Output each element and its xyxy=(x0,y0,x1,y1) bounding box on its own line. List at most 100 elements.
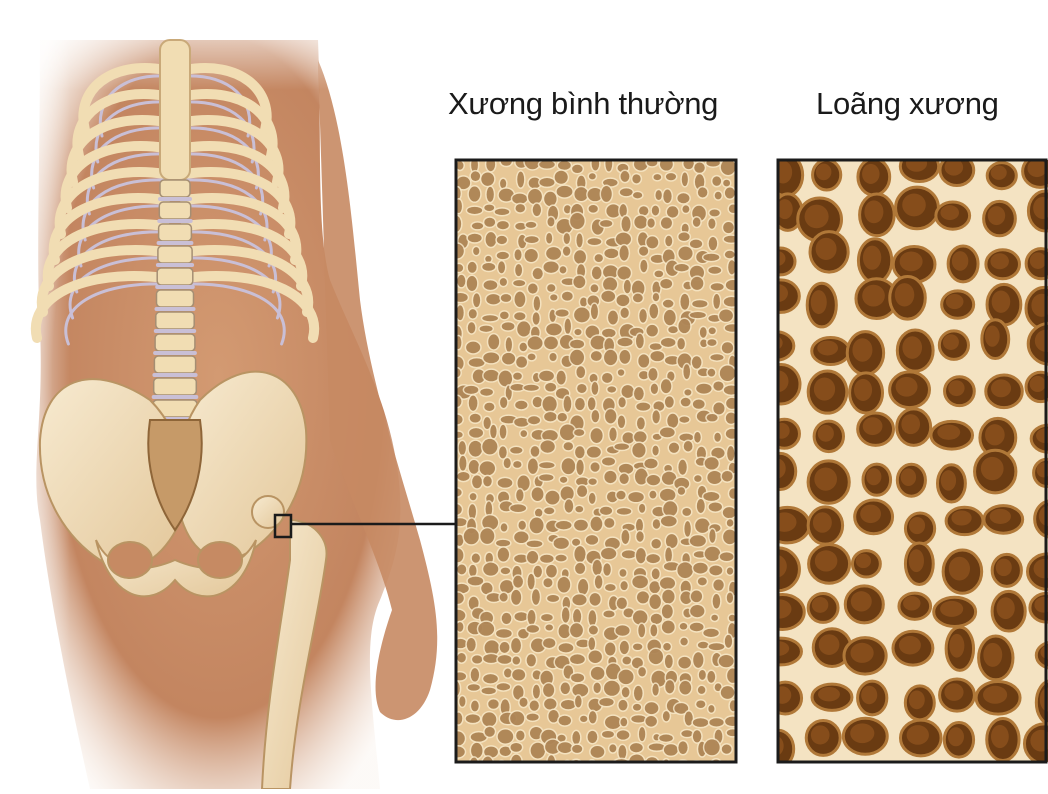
bone-pore xyxy=(654,174,662,180)
bone-pore xyxy=(709,643,725,650)
bone-pore xyxy=(636,403,650,411)
bone-pore xyxy=(678,319,690,333)
bone-pore xyxy=(511,590,521,605)
bone-pore xyxy=(679,681,691,694)
bone-pore xyxy=(662,605,673,619)
bone-pore xyxy=(695,518,709,532)
bone-pore xyxy=(591,667,604,680)
bone-pore xyxy=(599,698,613,706)
bone-pore xyxy=(602,457,615,465)
bone-pore xyxy=(722,342,733,353)
bone-pore xyxy=(665,396,674,407)
bone-pore xyxy=(656,190,662,200)
cavity-depth xyxy=(768,599,792,618)
bone-pore xyxy=(488,334,499,349)
bone-pore xyxy=(576,460,583,475)
bone-pore xyxy=(617,730,629,739)
cavity-depth xyxy=(860,505,881,524)
bone-pore xyxy=(545,491,559,505)
bone-pore xyxy=(466,714,480,723)
bone-pore xyxy=(678,233,689,241)
bone-pore xyxy=(680,623,688,630)
bone-pore xyxy=(472,475,482,488)
bone-pore xyxy=(708,705,714,712)
bone-pore xyxy=(572,684,588,697)
bone-pore xyxy=(633,294,643,303)
intervertebral-disc xyxy=(156,263,194,267)
bone-pore xyxy=(545,383,556,392)
bone-pore xyxy=(557,186,573,198)
bone-pore xyxy=(514,312,525,320)
bone-pore xyxy=(539,474,553,480)
bone-pore xyxy=(535,509,542,517)
bone-pore xyxy=(727,446,734,461)
bone-pore xyxy=(661,217,672,228)
bone-pore xyxy=(660,428,675,438)
cavity-depth xyxy=(817,341,838,356)
osteoporosis-panel xyxy=(757,151,1048,767)
bone-pore xyxy=(513,576,523,588)
bone-pore xyxy=(723,507,736,518)
bone-pore xyxy=(576,366,585,378)
bone-pore xyxy=(620,641,629,654)
bone-pore xyxy=(632,174,640,183)
bone-pore xyxy=(660,279,672,288)
bone-pore xyxy=(623,432,634,443)
bone-pore xyxy=(498,261,505,273)
bone-pore xyxy=(459,441,466,455)
bone-pore xyxy=(533,268,543,279)
bone-pore xyxy=(709,565,722,575)
bone-pore xyxy=(601,186,612,202)
cavity-depth xyxy=(1030,376,1046,392)
cavity-depth xyxy=(899,636,921,655)
bone-pore xyxy=(633,704,641,711)
bone-pore xyxy=(578,579,588,595)
bone-pore xyxy=(483,476,491,486)
bone-pore xyxy=(693,730,701,742)
bone-pore xyxy=(617,295,630,306)
bone-pore xyxy=(500,397,507,408)
bone-pore xyxy=(560,266,567,273)
bone-pore xyxy=(703,629,718,637)
bone-pore xyxy=(725,324,740,332)
bone-pore xyxy=(559,624,571,638)
bone-pore xyxy=(662,621,675,634)
bone-pore xyxy=(530,518,544,534)
bone-pore xyxy=(497,252,509,259)
bone-pore xyxy=(513,461,521,468)
bone-pore xyxy=(574,187,588,201)
bone-pore xyxy=(639,309,646,323)
bone-pore xyxy=(588,238,602,245)
bone-pore xyxy=(638,667,646,676)
bone-pore xyxy=(696,384,711,394)
cavity-depth xyxy=(815,550,838,571)
bone-pore xyxy=(575,506,583,512)
bone-pore xyxy=(589,626,598,635)
bone-pore xyxy=(572,594,586,605)
bone-pore xyxy=(516,204,525,212)
bone-pore xyxy=(634,686,643,701)
bone-pore xyxy=(470,758,479,772)
bone-pore xyxy=(602,731,614,738)
bone-pore xyxy=(690,312,706,318)
bone-pore xyxy=(556,555,567,562)
bone-pore xyxy=(546,565,557,578)
bone-pore xyxy=(483,674,498,683)
bone-pore xyxy=(484,205,494,211)
bone-pore xyxy=(663,711,670,721)
bone-pore xyxy=(650,351,664,361)
bone-pore xyxy=(484,370,499,381)
bone-pore xyxy=(482,439,497,454)
bone-pore xyxy=(679,417,689,423)
bone-pore xyxy=(480,461,495,475)
bone-pore xyxy=(666,534,678,548)
bone-pore xyxy=(473,247,479,255)
bone-pore xyxy=(564,442,573,450)
bone-pore xyxy=(708,267,721,274)
bone-pore xyxy=(528,416,540,424)
bone-pore xyxy=(652,446,658,456)
bone-pore xyxy=(484,280,498,290)
cavity-depth xyxy=(772,512,796,532)
bone-pore xyxy=(609,428,616,441)
bone-pore xyxy=(640,260,647,272)
